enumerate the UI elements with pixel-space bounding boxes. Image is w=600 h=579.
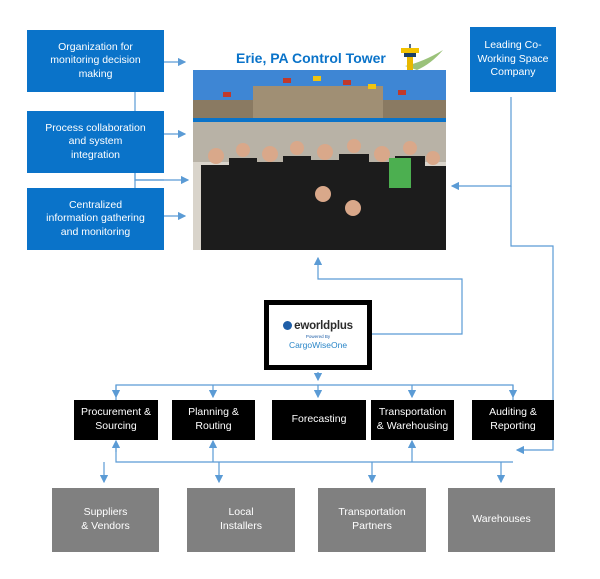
partner-transportation-partners: Transportation Partners: [318, 488, 426, 552]
partner-local-installers: Local Installers: [187, 488, 295, 552]
eworldplus-logo: eworldplus Powered By CargoWiseOne: [264, 300, 372, 370]
function-transportation-warehousing: Transportation & Warehousing: [371, 400, 454, 440]
box-coworking-company: Leading Co- Working Space Company: [470, 27, 556, 92]
box-monitoring-decision: Organization for monitoring decision mak…: [27, 30, 164, 92]
logo-platform: CargoWiseOne: [288, 340, 348, 350]
function-forecasting: Forecasting: [272, 400, 366, 440]
logo-powered-by: Powered By: [305, 334, 331, 339]
function-auditing-reporting: Auditing & Reporting: [472, 400, 554, 440]
logo-name: eworldplus: [294, 320, 353, 332]
control-tower-team-photo: [193, 70, 446, 250]
function-planning-routing: Planning & Routing: [172, 400, 255, 440]
function-procurement-sourcing: Procurement & Sourcing: [74, 400, 158, 440]
box-process-collaboration: Process collaboration and system integra…: [27, 111, 164, 173]
eworldplus-mark-icon: [283, 321, 293, 330]
partner-suppliers-vendors: Suppliers & Vendors: [52, 488, 159, 552]
box-centralized-information: Centralized information gathering and mo…: [27, 188, 164, 250]
partner-warehouses: Warehouses: [448, 488, 555, 552]
diagram-title: Erie, PA Control Tower: [236, 50, 386, 66]
